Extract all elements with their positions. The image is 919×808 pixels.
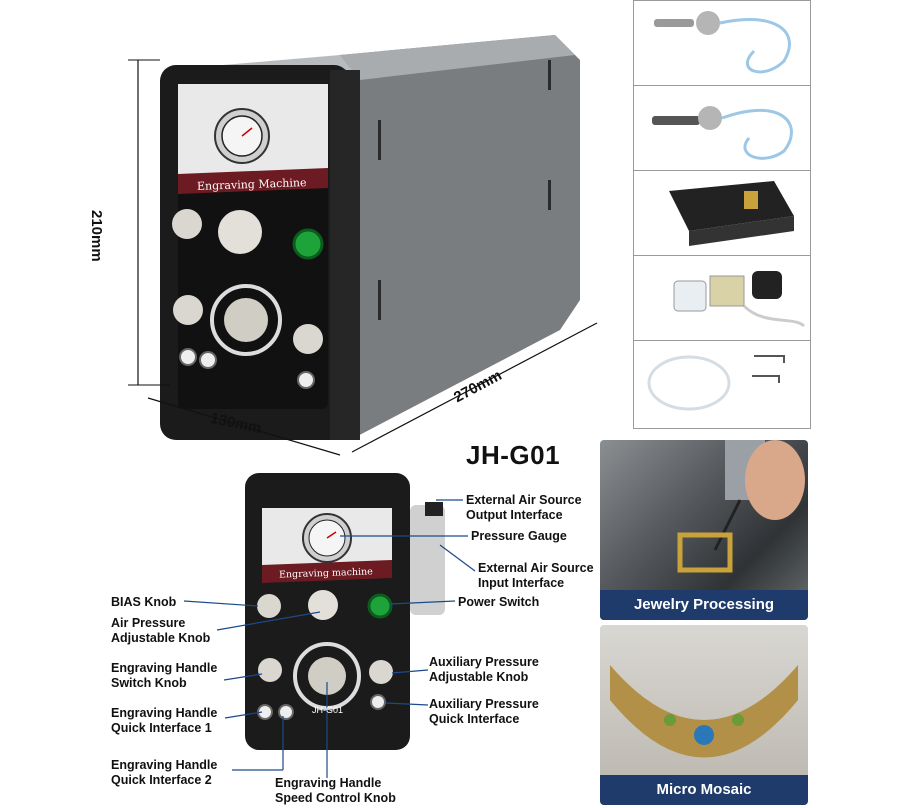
accessories-panel (633, 0, 811, 429)
callout-air-input-interface: External Air Source Input Interface (478, 561, 594, 590)
callout-bias-knob: BIAS Knob (111, 595, 177, 609)
jewelry-processing-photo: Jewelry Processing (600, 440, 808, 620)
angled-handpiece-with-hose-icon (634, 86, 810, 171)
model-label: JH-G01 (466, 440, 561, 470)
jewelry-processing-caption: Jewelry Processing (600, 590, 808, 620)
tubing-and-hex-keys-icon (634, 341, 810, 426)
callout-air-pressure-knob: Air Pressure Adjustable Knob (111, 616, 211, 645)
air-filter-regulator-icon (634, 256, 810, 341)
handpiece-with-hose-icon (634, 1, 810, 86)
foot-pedal-icon (634, 171, 810, 256)
callout-quick-interface-2: Engraving Handle Quick Interface 2 (111, 758, 218, 787)
callout-power-switch: Power Switch (458, 595, 540, 609)
panel-model-label: JH-G01 (312, 705, 344, 715)
callout-aux-quick-interface: Auxiliary Pressure Quick Interface (429, 697, 539, 726)
callout-aux-pressure-knob: Auxiliary Pressure Adjustable Knob (429, 655, 539, 684)
callout-quick-interface-1: Engraving Handle Quick Interface 1 (111, 706, 218, 735)
callout-pressure-gauge: Pressure Gauge (471, 529, 567, 543)
micro-mosaic-photo: Micro Mosaic (600, 625, 808, 805)
micro-mosaic-caption: Micro Mosaic (600, 775, 808, 805)
callout-handle-switch-knob: Engraving Handle Switch Knob (111, 661, 218, 690)
callout-speed-control-knob: Engraving Handle Speed Control Knob (275, 776, 396, 805)
callout-air-output-interface: External Air Source Output Interface (466, 493, 582, 522)
